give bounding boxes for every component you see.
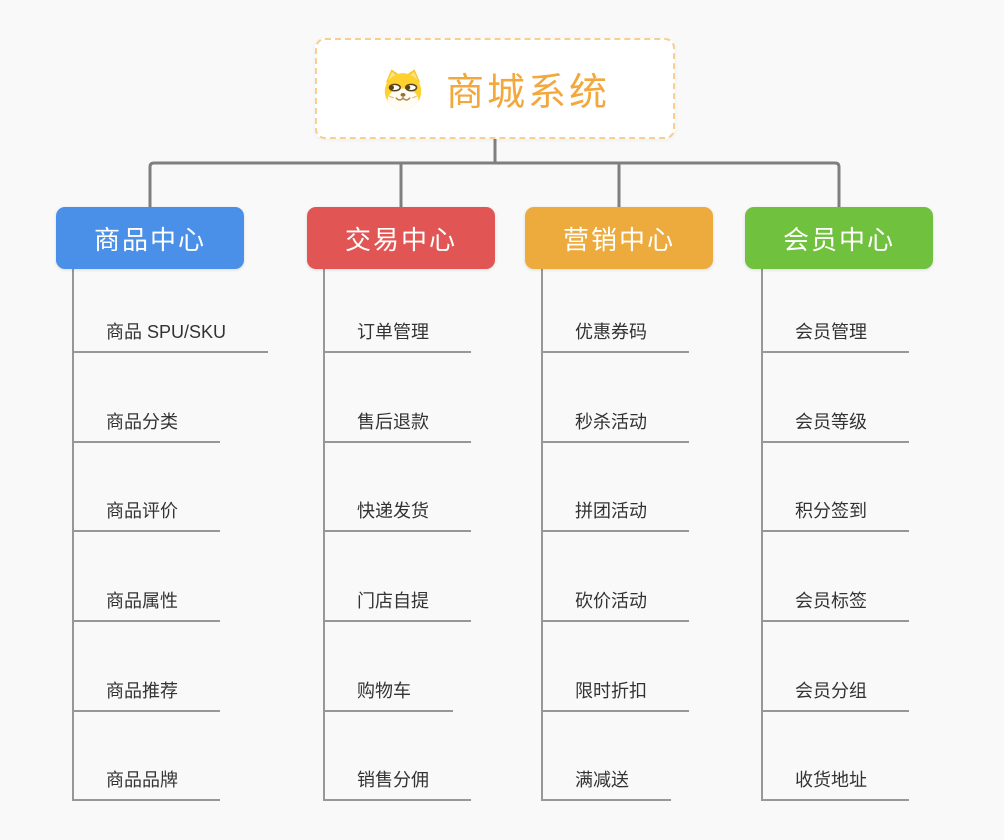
leaf-node[interactable]: 会员等级 [761, 411, 909, 443]
leaf-node[interactable]: 商品评价 [72, 500, 220, 532]
leaf-node[interactable]: 拼团活动 [541, 500, 689, 532]
leaf-node[interactable]: 商品 SPU/SKU [72, 321, 269, 353]
leaf-node[interactable]: 收货地址 [761, 769, 909, 801]
dog-face-icon [380, 66, 426, 111]
leaf-node[interactable]: 限时折扣 [541, 680, 689, 712]
leaf-node[interactable]: 快递发货 [323, 500, 471, 532]
branch-label: 营销中心 [562, 224, 675, 255]
leaf-node[interactable]: 会员管理 [761, 321, 909, 353]
branch-label: 商品中心 [93, 224, 206, 255]
branch-node-1[interactable]: 商品中心 [56, 207, 244, 269]
leaf-node[interactable]: 购物车 [323, 680, 453, 712]
leaf-node[interactable]: 售后退款 [323, 411, 471, 443]
branch-node-2[interactable]: 交易中心 [307, 207, 495, 269]
leaf-node[interactable]: 砍价活动 [541, 590, 689, 622]
leaf-node[interactable]: 会员标签 [761, 590, 909, 622]
leaf-node[interactable]: 积分签到 [761, 500, 909, 532]
leaf-node[interactable]: 满减送 [541, 769, 671, 801]
leaf-node[interactable]: 销售分佣 [323, 769, 471, 801]
leaf-node[interactable]: 秒杀活动 [541, 411, 689, 443]
root-node[interactable]: 商城系统 [315, 38, 675, 139]
leaf-node[interactable]: 商品推荐 [72, 680, 220, 712]
leaf-node[interactable]: 会员分组 [761, 680, 909, 712]
branch-node-3[interactable]: 营销中心 [525, 207, 713, 269]
leaf-node[interactable]: 门店自提 [323, 590, 471, 622]
leaf-node[interactable]: 订单管理 [323, 321, 471, 353]
branch-label: 交易中心 [344, 224, 457, 255]
branch-node-4[interactable]: 会员中心 [745, 207, 933, 269]
root-title: 商城系统 [445, 72, 610, 114]
leaf-node[interactable]: 商品分类 [72, 411, 220, 443]
leaf-node[interactable]: 优惠券码 [541, 321, 689, 353]
branch-label: 会员中心 [782, 224, 895, 255]
leaf-node[interactable]: 商品属性 [72, 590, 220, 622]
leaf-node[interactable]: 商品品牌 [72, 769, 220, 801]
